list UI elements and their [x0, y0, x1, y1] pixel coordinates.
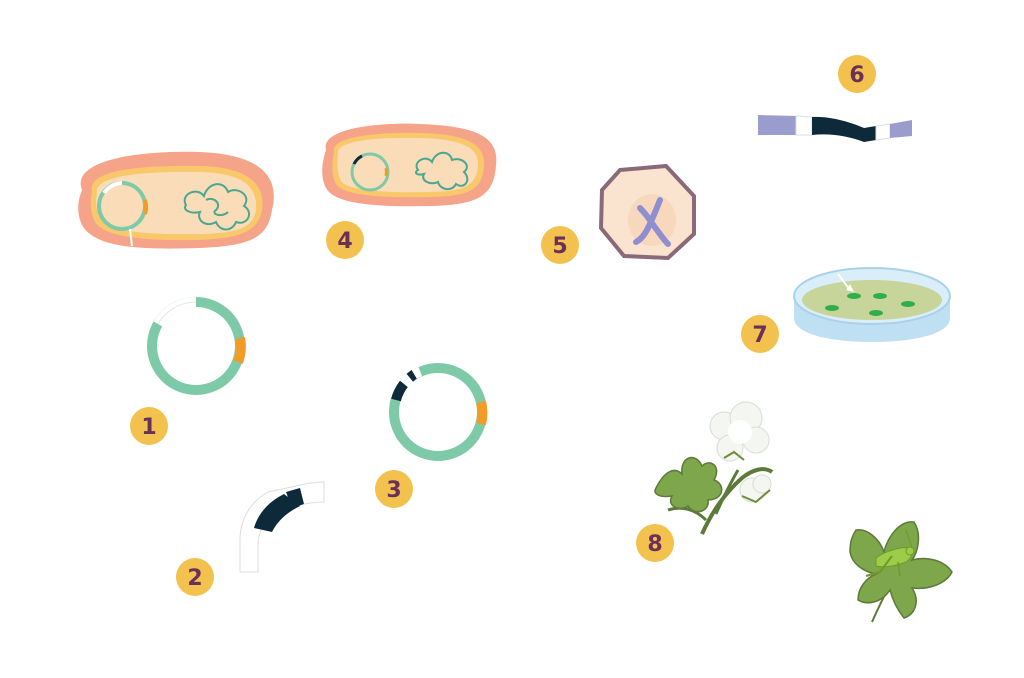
- chromosome-icon: [633, 197, 671, 247]
- petri-dish-icon: [793, 267, 951, 342]
- dna-strip-icon: [758, 115, 912, 142]
- step-badge-1: 1: [130, 407, 168, 445]
- step-badge-6: 6: [838, 55, 876, 93]
- cotton-boll-icon: [709, 401, 770, 462]
- leaf-with-grasshopper-icon: [849, 521, 953, 623]
- step-badge-5: 5: [541, 226, 579, 264]
- plasmid-icon: [147, 297, 246, 395]
- step-badge-3: 3: [375, 470, 413, 508]
- cotton-plant-icon: [654, 401, 774, 535]
- step-number: 4: [337, 229, 352, 254]
- step-badge-2: 2: [176, 558, 214, 596]
- step-number: 6: [849, 63, 864, 88]
- step-number: 2: [187, 566, 202, 591]
- cotton-leaf-icon: [654, 456, 723, 513]
- bacterial-cell-icon: [78, 151, 274, 249]
- step-number: 7: [752, 323, 767, 348]
- plant-cell-icon: [598, 163, 696, 261]
- step-badge-7: 7: [741, 315, 779, 353]
- gene-fragment-icon: [239, 481, 325, 573]
- step-number: 3: [386, 478, 401, 503]
- step-number: 8: [647, 532, 662, 557]
- grasshopper-icon: [865, 529, 915, 577]
- transformed-bacterium-icon: [322, 123, 497, 207]
- step-badge-8: 8: [636, 524, 674, 562]
- cotton-bud-icon: [739, 474, 772, 504]
- step-badge-4: 4: [326, 221, 364, 259]
- step-number: 5: [552, 234, 567, 259]
- recombinant-plasmid-icon: [389, 363, 488, 461]
- step-number: 1: [141, 415, 156, 440]
